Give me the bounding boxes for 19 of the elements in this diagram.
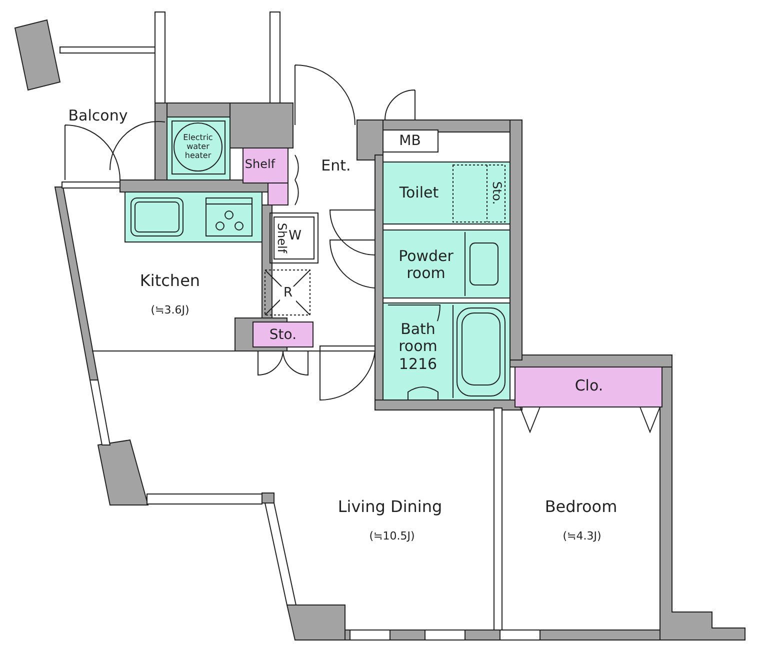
room-label: MB — [398, 132, 422, 150]
area-label: (≒3.6J) — [150, 304, 190, 318]
room-label: Sto. — [268, 326, 298, 344]
room-label: Kitchen — [138, 272, 202, 290]
room-label: Powder room — [398, 248, 454, 282]
fixture-label: Sto. — [489, 180, 503, 207]
room-label: Clo. — [574, 377, 604, 395]
room-label: Toilet — [398, 184, 440, 202]
room-label: Balcony — [67, 107, 129, 125]
room-label: Ent. — [320, 157, 352, 175]
fixture-label: W — [288, 230, 302, 244]
fixture-label: Shelf — [274, 222, 288, 256]
area-label: (≒10.5J) — [368, 530, 416, 544]
fixture-label: Shelf — [244, 158, 276, 172]
room-label: Living Dining — [336, 498, 444, 516]
fixture-label: Electric water heater — [182, 133, 214, 161]
room-label: Bedroom — [544, 498, 618, 516]
area-label: (≒4.3J) — [562, 530, 602, 544]
fixture-label: R — [280, 286, 296, 302]
